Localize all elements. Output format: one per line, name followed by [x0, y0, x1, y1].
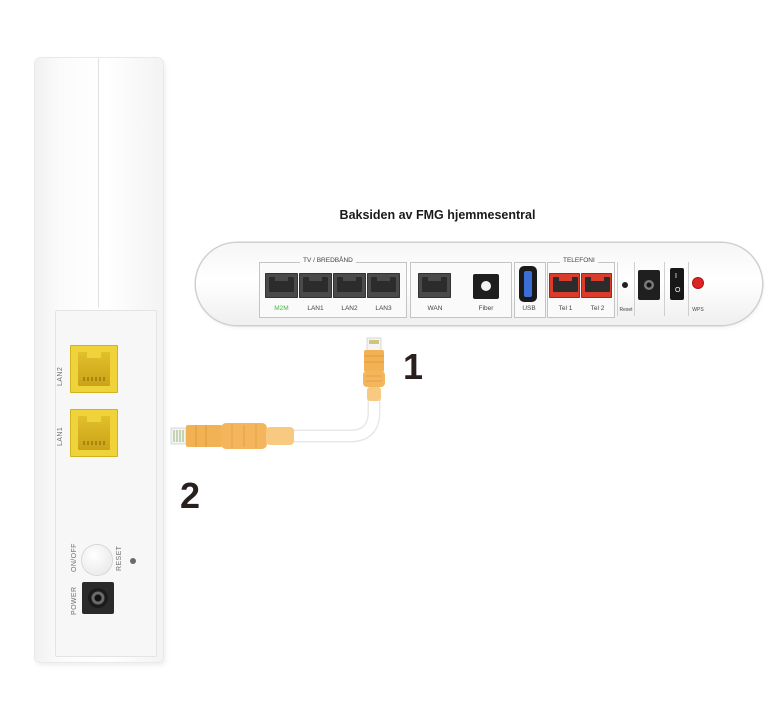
reset-pinhole: [130, 558, 136, 564]
wps-label: WPS: [692, 307, 704, 313]
connector-1: [363, 337, 385, 401]
usb-label: USB: [522, 305, 536, 312]
step-1-number: 1: [403, 346, 424, 387]
tel1-label: Tel 1: [558, 305, 573, 312]
left-lan1-port: [70, 409, 118, 457]
fiber-port: [473, 274, 499, 299]
lan2-label: LAN2: [341, 305, 358, 312]
connector-2: [170, 423, 294, 449]
usb-port: [519, 266, 537, 302]
wan-port: [418, 273, 451, 298]
central-title: Baksiden av FMG hjemmesentral: [339, 208, 536, 222]
tel2-label: Tel 2: [590, 305, 605, 312]
left-lan2-port: [70, 345, 118, 393]
tv-broadband-label: TV / BREDBÅND: [300, 257, 356, 264]
m2m-port: [265, 273, 298, 298]
power-switch: I O: [670, 268, 684, 300]
lan1-port: [299, 273, 332, 298]
telephony-label: TELEFONI: [560, 257, 598, 264]
onoff-button: [82, 545, 112, 575]
lan2-port: [333, 273, 366, 298]
central-power-jack: [638, 270, 660, 300]
wps-button: [693, 278, 703, 288]
divider-power: [634, 262, 635, 316]
divider-wps: [688, 262, 689, 316]
wan-label: WAN: [427, 305, 443, 312]
step-2-number: 2: [180, 475, 201, 516]
lan3-port: [367, 273, 400, 298]
power-jack: [82, 582, 114, 614]
lan3-label: LAN3: [375, 305, 392, 312]
switch-on-mark: I: [675, 273, 677, 280]
fiber-label: Fiber: [478, 305, 494, 312]
tel1-port: [549, 273, 580, 298]
tel2-port: [581, 273, 612, 298]
device-seam: [98, 58, 99, 308]
switch-off-mark: O: [675, 287, 681, 294]
cable-wire: [287, 395, 379, 441]
divider-switch: [664, 262, 665, 316]
lan1-label: LAN1: [307, 305, 324, 312]
m2m-label: M2M: [274, 305, 289, 312]
central-reset-pinhole: [622, 282, 628, 288]
central-reset-label: Reset: [619, 307, 633, 313]
divider-reset: [617, 262, 618, 316]
